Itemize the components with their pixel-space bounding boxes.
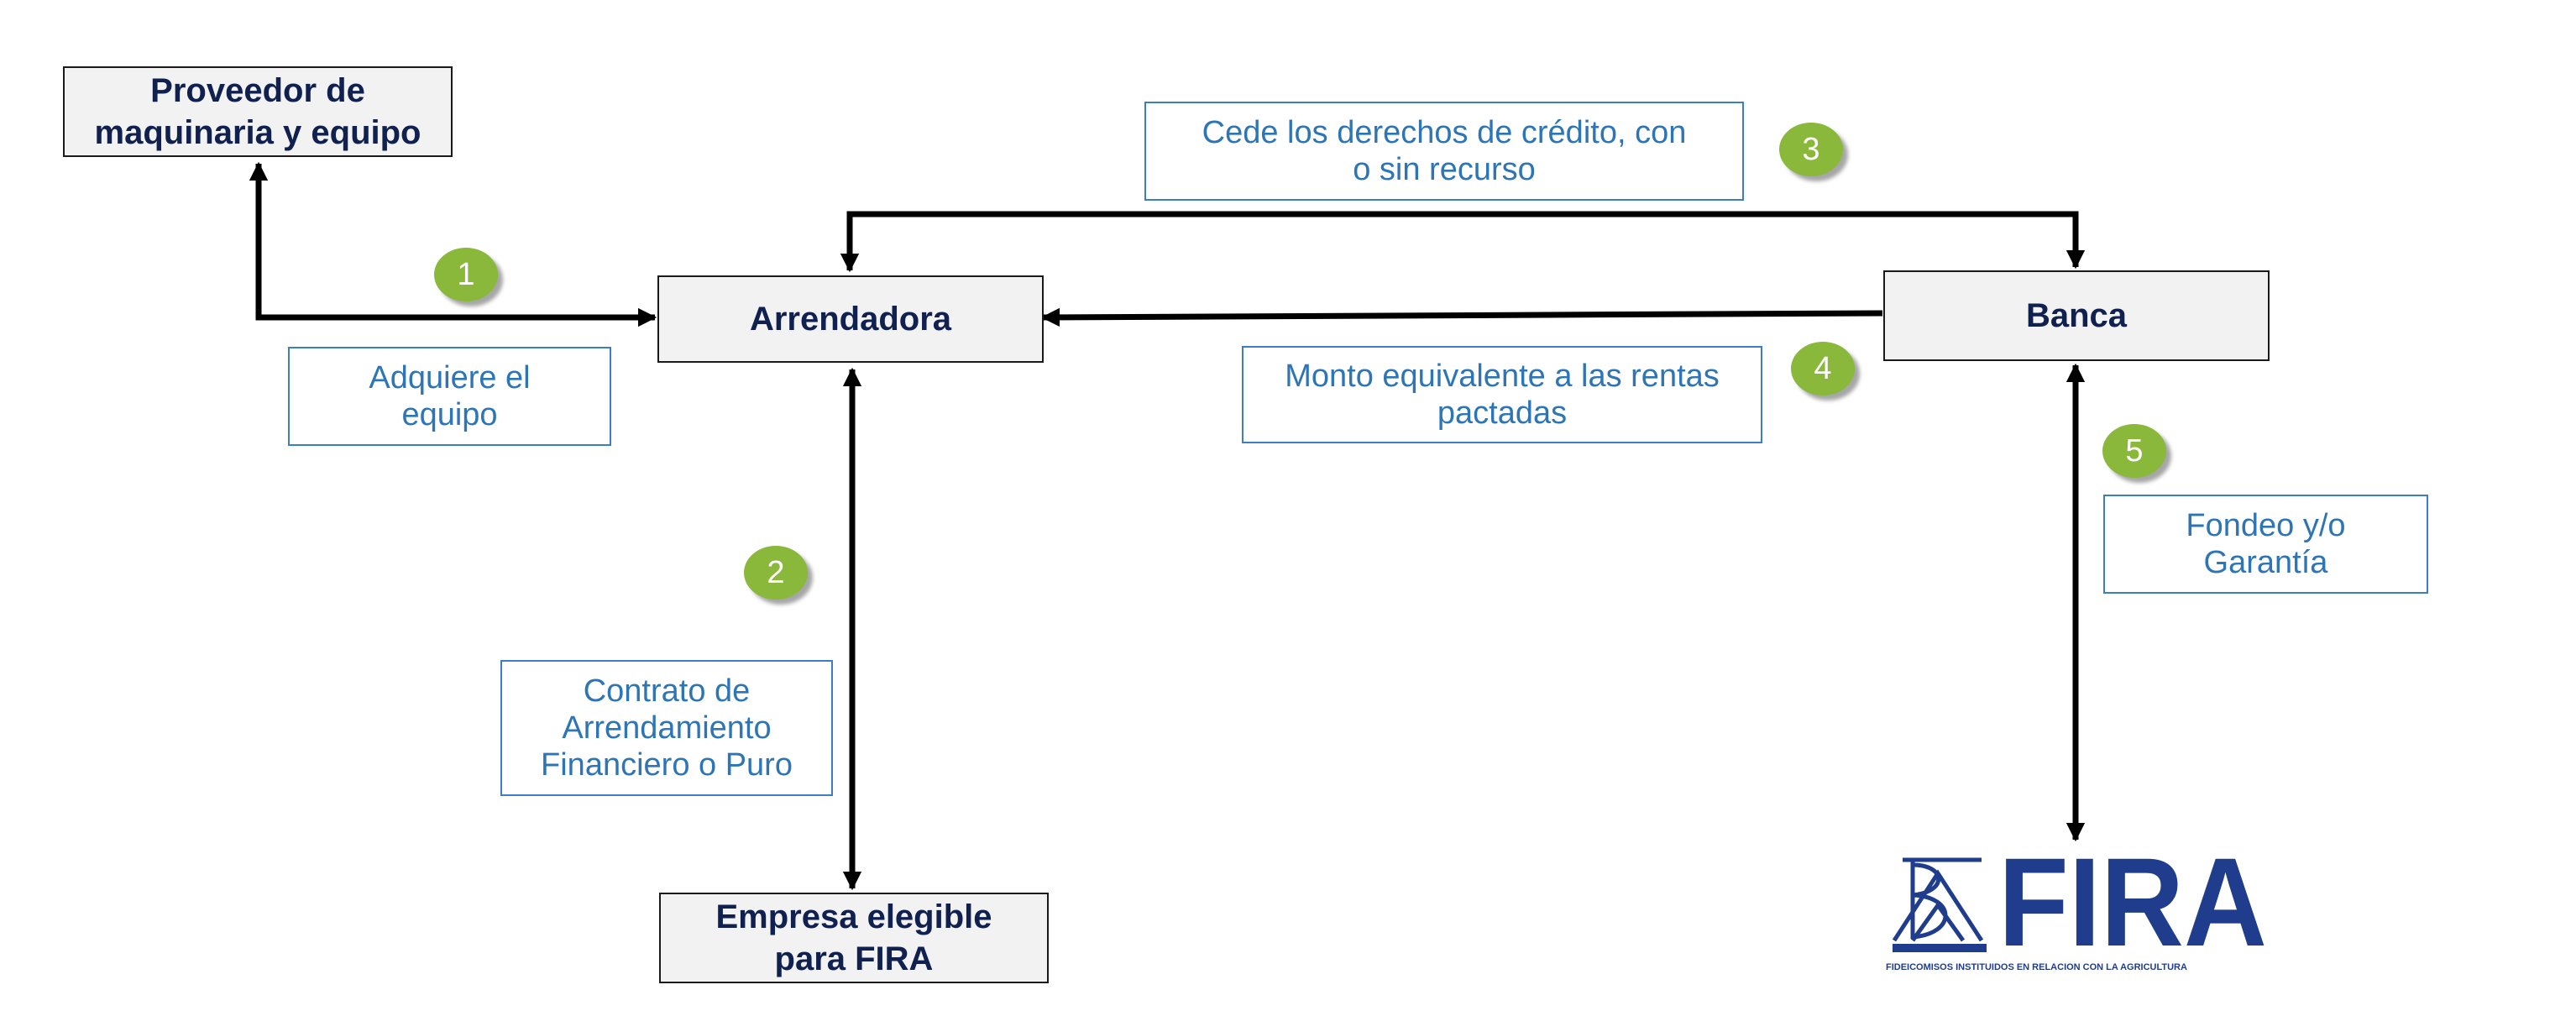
- step-badge-4: 4: [1791, 342, 1855, 395]
- step-badge-2: 2: [744, 546, 808, 600]
- fira-logo: FIRA FIDEICOMISOS INSTITUIDOS EN RELACIO…: [1881, 846, 2275, 972]
- step-badge-1: 1: [434, 248, 498, 301]
- step-badge-3: 3: [1779, 123, 1843, 176]
- fira-wordmark: FIRA: [1998, 851, 2267, 956]
- fira-monogram-icon: [1892, 857, 1987, 952]
- label-contrato: Contrato de Arrendamiento Financiero o P…: [500, 660, 833, 796]
- node-empresa: Empresa elegible para FIRA: [659, 893, 1049, 983]
- node-banca: Banca: [1883, 270, 2270, 361]
- node-arrendadora: Arrendadora: [657, 275, 1044, 363]
- label-cede: Cede los derechos de crédito, con o sin …: [1144, 102, 1744, 201]
- arrow-monto-rentas: [1040, 307, 1883, 327]
- label-adquiere: Adquiere el equipo: [288, 347, 611, 446]
- arrow-cede-derechos: [840, 211, 2086, 273]
- fira-tagline: FIDEICOMISOS INSTITUIDOS EN RELACION CON…: [1886, 962, 2187, 972]
- label-monto: Monto equivalente a las rentas pactadas: [1242, 346, 1762, 443]
- step-badge-5: 5: [2102, 424, 2166, 478]
- arrow-arrendadora-proveedor: [249, 161, 657, 327]
- label-fondeo: Fondeo y/o Garantía: [2103, 495, 2428, 594]
- fira-wordmark-text: FIRA: [1998, 851, 2267, 956]
- node-proveedor: Proveedor de maquinaria y equipo: [63, 66, 453, 157]
